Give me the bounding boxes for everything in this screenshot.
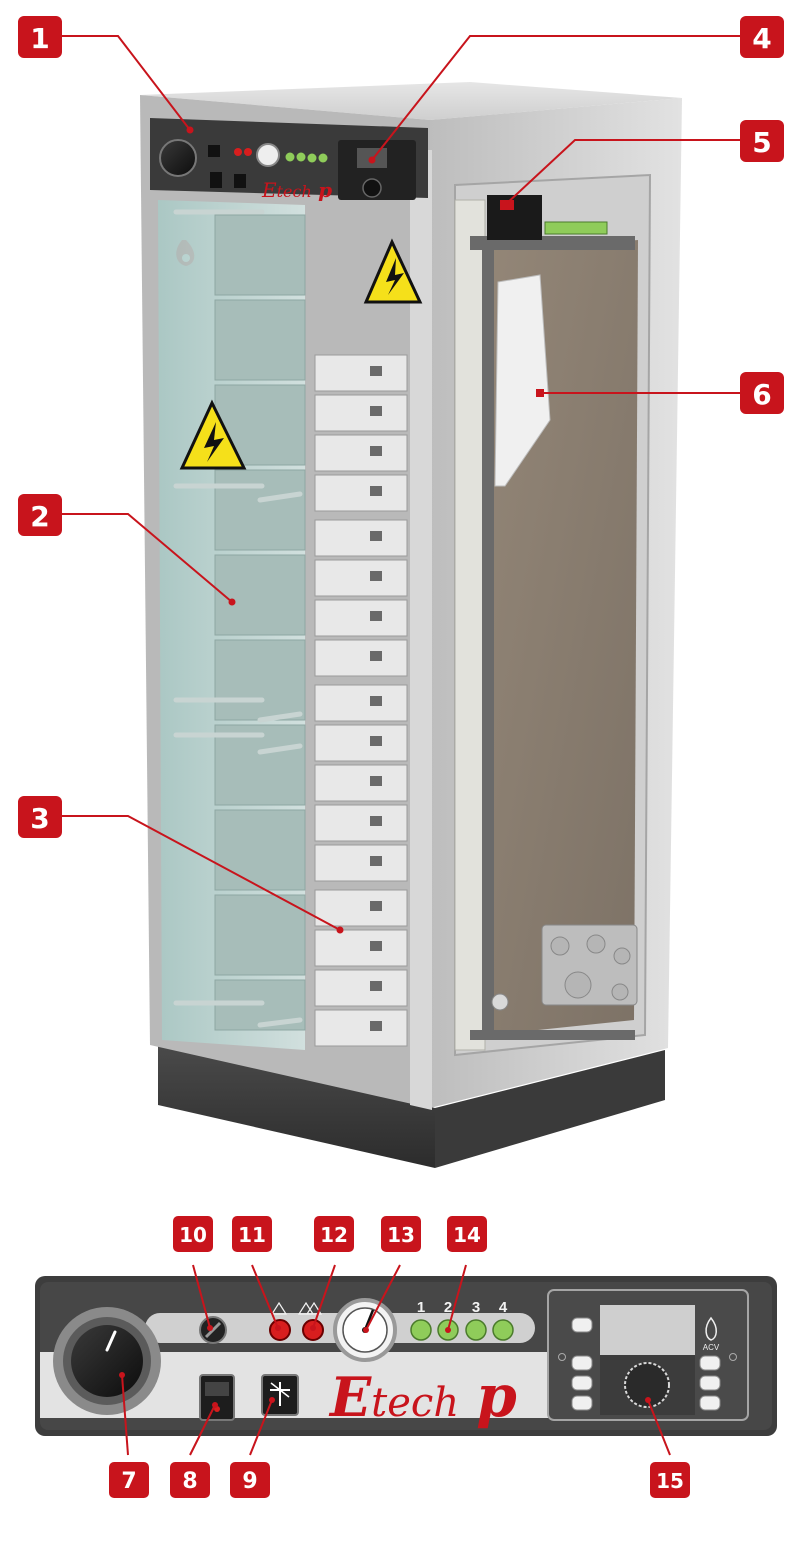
leader-lines	[62, 35, 740, 1456]
svg-text:12: 12	[320, 1223, 348, 1247]
thermostat-knob-icon[interactable]	[53, 1307, 161, 1415]
knob-icon	[159, 139, 197, 177]
callout-10: 10	[173, 1216, 213, 1252]
callout-1: 1	[18, 16, 62, 58]
alarm-symbols	[270, 1301, 323, 1315]
svg-text:8: 8	[182, 1469, 197, 1494]
frame-bar-bottom	[470, 1030, 635, 1040]
high-voltage-warning-icon-2	[363, 238, 423, 304]
frame-bar-left	[482, 245, 494, 1035]
sensor-holder	[494, 274, 551, 487]
svg-text:1: 1	[30, 22, 49, 55]
svg-text:6: 6	[752, 378, 771, 411]
contactor-switches	[370, 366, 382, 1031]
callout-7: 7	[109, 1462, 149, 1498]
gauge-icon	[256, 143, 280, 167]
controller-buttons-left[interactable]	[571, 1317, 593, 1411]
callout-5: 5	[740, 120, 784, 162]
callout-13: 13	[381, 1216, 421, 1252]
cabinet-logo: Etech p	[261, 178, 332, 202]
hydraulic-connections	[491, 924, 638, 1011]
leader-dots	[119, 126, 651, 1408]
svg-text:11: 11	[238, 1223, 266, 1247]
svg-text:4: 4	[752, 22, 771, 55]
controller-display	[600, 1305, 695, 1355]
callout-12: 12	[314, 1216, 354, 1252]
brand-logo: Etech p	[328, 1362, 517, 1430]
vessel-tube	[454, 199, 486, 1051]
thermostat-block	[487, 195, 542, 240]
svg-text:ACV: ACV	[703, 1343, 720, 1352]
callout-6: 6	[740, 372, 784, 414]
callout-14: 14	[447, 1216, 487, 1252]
svg-text:3: 3	[30, 802, 49, 835]
callout-4: 4	[740, 16, 784, 58]
led-number-4: 4	[499, 1299, 508, 1316]
callout-9: 9	[230, 1462, 270, 1498]
cabinet-top	[140, 82, 682, 120]
led-number-1: 1	[417, 1299, 425, 1316]
svg-text:14: 14	[453, 1223, 481, 1247]
svg-text:9: 9	[242, 1469, 257, 1494]
heating-elements	[214, 214, 306, 1031]
svg-text:2: 2	[30, 500, 49, 533]
callout-8: 8	[170, 1462, 210, 1498]
cabinet-base	[158, 1045, 435, 1168]
acv-flame-logo-icon-panel: ACV	[703, 1316, 720, 1352]
callout-badges: 1 4 5 6 2 3 10 11	[18, 16, 784, 1498]
cabinet-corner-post	[410, 150, 432, 1110]
svg-text:13: 13	[387, 1223, 415, 1247]
controller-dial-icon[interactable]	[624, 1362, 670, 1408]
svg-text:5: 5	[752, 126, 771, 159]
side-compartment	[454, 173, 652, 1057]
svg-text:7: 7	[121, 1469, 136, 1494]
controller-buttons-right[interactable]	[699, 1355, 721, 1411]
led-number-3: 3	[472, 1299, 480, 1316]
callout-3: 3	[18, 796, 62, 838]
element-rods	[173, 209, 303, 1028]
digital-controller: ACV	[547, 1289, 749, 1421]
callout-2: 2	[18, 494, 62, 536]
svg-text:15: 15	[656, 1469, 684, 1493]
fuse-holder-icon[interactable]	[199, 1316, 227, 1344]
callout-15: 15	[650, 1462, 690, 1498]
led-number-2: 2	[444, 1299, 452, 1316]
cabinet-base-side	[435, 1050, 665, 1168]
contactor-stack	[314, 354, 408, 1047]
svg-text:10: 10	[179, 1223, 207, 1247]
power-switch-icon[interactable]	[199, 1374, 235, 1421]
callout-11: 11	[232, 1216, 272, 1252]
high-voltage-warning-icon	[179, 399, 247, 470]
terminal-strip	[544, 221, 608, 235]
control-panel-detail: 1 2 3 4 Etech p	[35, 1276, 777, 1436]
